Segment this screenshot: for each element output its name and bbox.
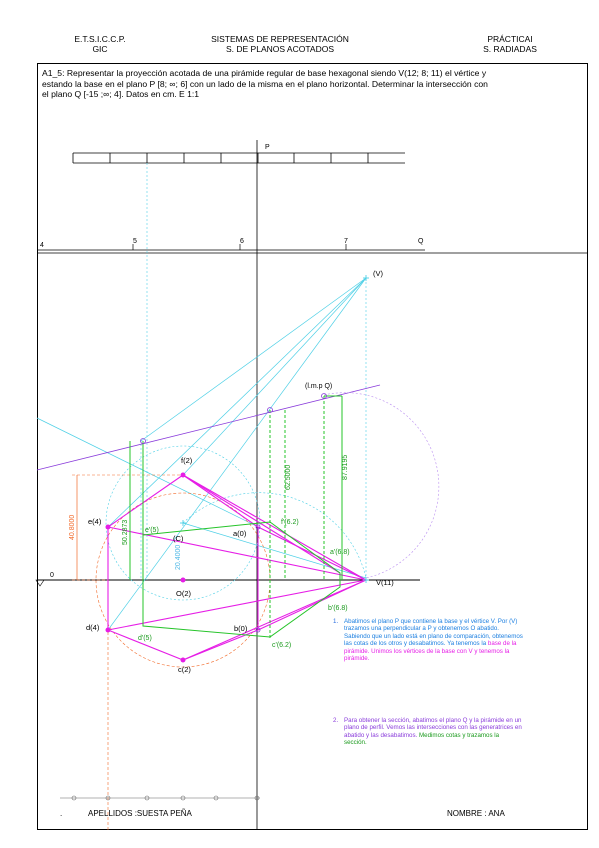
drawing-frame [37,63,588,830]
dim-20: 20.4000 [175,545,182,570]
dim-50: 50.2873 [122,520,129,545]
level-marker-icon [35,579,45,587]
label-C: (C) [173,534,184,543]
section-polygon [129,395,343,640]
practice-topic: S. RADIADAS [483,44,537,54]
note-2-number: 2. [333,717,339,724]
footer-name: NOMBRE : ANA [447,809,505,818]
label-a68: a'(6.8) [330,549,350,556]
dim-62: 62.5000 [285,465,292,490]
scale-p-label: P [265,144,270,151]
dim-87: 87.9195 [342,455,349,480]
note-1-magenta: base de la pirámide. Unimos los vértices… [344,640,517,663]
subject-title: SISTEMAS DE REPRESENTACIÓN [211,34,349,44]
note-1: 1. Abatimos el plano P que contiene la b… [333,618,523,662]
label-b68: b'(6.8) [328,605,348,612]
scale-q-label: Q [418,238,424,245]
problem-statement: A1_5: Representar la proyección acotada … [42,68,582,100]
statement-line-3: el plano Q [-15 ;∞; 4]. Datos en cm. E 1… [42,89,200,99]
label-O2: O(2) [176,589,192,598]
label-c2: c(2) [178,665,191,674]
note-1-number: 1. [333,618,339,625]
label-a0: a(0) [233,529,247,538]
label-d4: d(4) [86,623,100,632]
note-2-purple: Para obtener la sección, abatimos el pla… [344,717,522,739]
line-lmp-q [36,384,381,471]
q-tick-7: 7 [344,238,348,245]
zero-label: 0 [50,572,54,579]
label-f2: f(2) [181,456,193,465]
header-right: PRÁCTICAI S. RADIADAS [465,34,555,54]
cyan-lines [36,277,367,631]
note-1-blue: Abatimos el plano P que contiene la base… [344,618,523,648]
label-f62: f'(6.2) [281,519,299,526]
label-V: (V) [373,269,384,278]
footer-surname: APELLIDOS :SUESTA PEÑA [88,809,192,818]
header-center: SISTEMAS DE REPRESENTACIÓN S. DE PLANOS … [180,34,380,54]
subject-subtitle: S. DE PLANOS ACOTADOS [225,44,334,54]
label-b0: b(0) [234,624,248,633]
q-tick-5: 5 [133,238,137,245]
statement-line-1: A1_5: Representar la proyección acotada … [42,68,487,78]
statement-line-2: estando la base en el plano P [8; ∞; 6] … [42,78,488,89]
label-d5: d'(5) [138,635,152,642]
vertex-markers [105,472,186,663]
header-left: E.T.S.I.C.C.P. GIC [55,34,145,54]
note-2-green: Medimos cotas y trazamos la sección. [344,731,500,747]
school-name: E.T.S.I.C.C.P. [74,34,126,44]
q-tick-6: 6 [240,238,244,245]
q-tick-4: 4 [40,242,44,249]
footer-dot: . [60,809,63,818]
note-2: 2. Para obtener la sección, abatimos el … [333,717,523,747]
cyan-projectors [140,163,367,580]
bottom-markers [60,795,260,801]
label-lmpQ: (l.m.p Q) [305,383,332,390]
label-V11: V(11) [376,578,394,587]
practice-label: PRÁCTICAI [487,34,533,44]
dim-40: 40.8000 [69,515,76,540]
scale-p [72,152,405,164]
degree-name: GIC [92,44,108,54]
label-c62: c'(6.2) [272,642,291,649]
label-e4: e(4) [88,517,102,526]
label-e5: e'(5) [145,527,159,534]
